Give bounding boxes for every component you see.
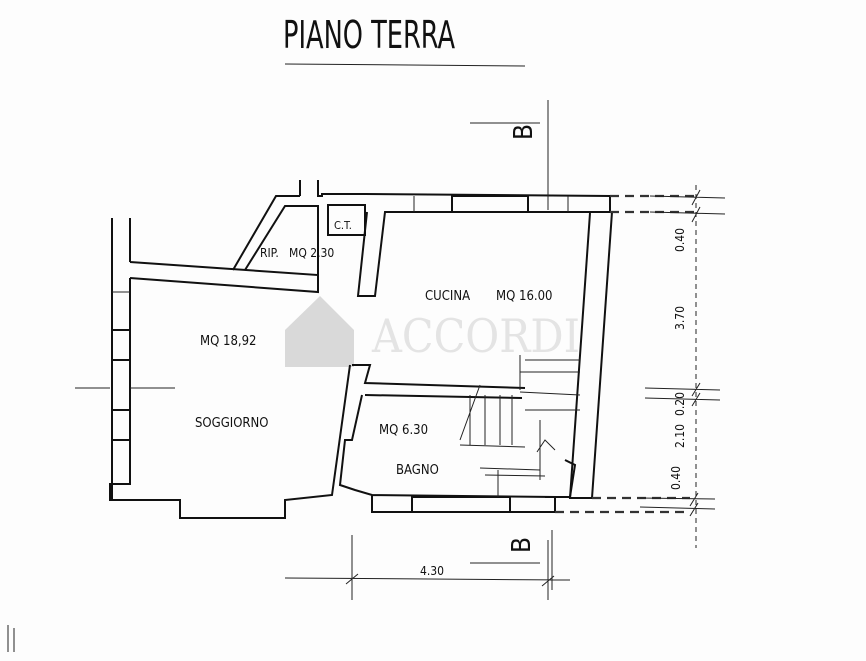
staircase [459, 355, 581, 497]
ripostiglio-area: MQ 2.30 [289, 246, 334, 260]
dim-0-20: 0.20 [673, 392, 687, 416]
ct-label: C.T. [334, 219, 352, 232]
ripostiglio-label: RIP. [260, 246, 279, 260]
soggiorno-area: MQ 18,92 [200, 334, 256, 349]
plan-title: PIANO TERRA [283, 13, 455, 57]
section-mark-bottom: B [507, 537, 537, 553]
dim-4-30: 4.30 [420, 564, 444, 578]
section-marks: B B [470, 100, 553, 590]
dim-2-10: 2.10 [673, 424, 687, 448]
cucina-area: MQ 16.00 [496, 289, 552, 304]
bagno-area: MQ 6.30 [379, 423, 428, 438]
watermark-logo: ACCORDI [285, 296, 580, 367]
soggiorno-label: SOGGIORNO [195, 416, 269, 431]
dim-3-70: 3.70 [673, 306, 687, 330]
dim-0-40-top: 0.40 [673, 228, 687, 252]
axis-marks [7, 387, 175, 652]
title-underline [284, 63, 526, 67]
horizontal-dimension: 4.30 [284, 535, 571, 600]
dim-0-40-bottom: 0.40 [669, 466, 683, 490]
vertical-dimension-chain: 0.40 3.70 0.20 2.10 0.40 [639, 185, 726, 548]
cucina-label: CUCINA [425, 289, 470, 304]
watermark-text: ACCORDI [371, 309, 580, 363]
bagno-label: BAGNO [396, 463, 439, 478]
section-mark-top: B [509, 124, 539, 140]
